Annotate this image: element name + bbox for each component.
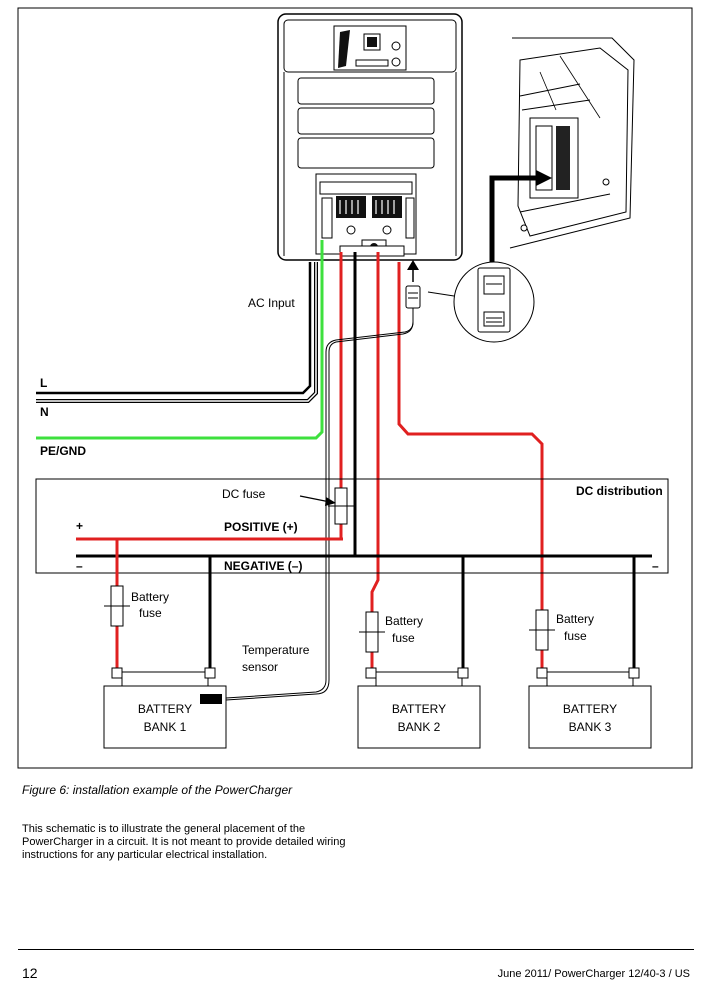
line-n-label: N — [40, 405, 49, 419]
temperature-sensor-block — [200, 694, 222, 704]
connector-detail-inset — [509, 37, 635, 249]
powercharger-unit — [277, 13, 463, 261]
rj-connector-magnifier — [427, 261, 535, 343]
dc-distribution-label: DC distribution — [576, 484, 663, 498]
battery-bank-3 — [528, 667, 652, 749]
battery-fuse-1-label-line1: Battery — [131, 590, 169, 604]
battery-fuse-1-label-line2: fuse — [139, 606, 162, 620]
ac-line-l-wire — [36, 262, 312, 395]
bank2-positive-wire — [370, 252, 380, 672]
dc-distribution-box — [35, 478, 669, 574]
minus-sign-right: – — [652, 559, 659, 573]
document-reference: June 2011/ PowerCharger 12/40-3 / US — [497, 968, 690, 980]
battery-fuse-3-label-line1: Battery — [556, 612, 594, 626]
inset-pointer-arrow — [489, 170, 552, 270]
battery-fuse-2-label-line1: Battery — [385, 614, 423, 628]
ac-input-label: AC Input — [248, 296, 295, 310]
plus-sign: + — [76, 519, 83, 533]
temp-sensor-label-line1: Temperature — [242, 643, 310, 657]
minus-sign-left: – — [76, 559, 83, 573]
battery-1-label: BATTERY — [138, 702, 192, 716]
line-l-label: L — [40, 376, 47, 390]
battery-3-bank: BANK 3 — [569, 720, 612, 734]
dc-fuse-label: DC fuse — [222, 487, 266, 501]
bank3-positive-wire — [397, 262, 544, 676]
description-paragraph: This schematic is to illustrate the gene… — [22, 823, 346, 861]
battery-1-bank: BANK 1 — [144, 720, 187, 734]
positive-bus-label: POSITIVE (+) — [224, 520, 298, 534]
figure-caption: Figure 6: installation example of the Po… — [22, 783, 293, 797]
page-number: 12 — [22, 965, 38, 981]
battery-fuse-2-label-line2: fuse — [392, 631, 415, 645]
battery-3-label: BATTERY — [563, 702, 617, 716]
battery-2-label: BATTERY — [392, 702, 446, 716]
footer-divider — [18, 949, 694, 950]
pe-gnd-wire — [36, 240, 324, 440]
battery-fuse-3-label-line2: fuse — [564, 629, 587, 643]
figure-frame — [17, 7, 693, 769]
control-panel — [333, 25, 407, 71]
negative-bus-label: NEGATIVE (–) — [224, 559, 302, 573]
pe-gnd-label: PE/GND — [40, 444, 86, 458]
temp-sensor-cable — [225, 308, 414, 699]
ac-line-n-wire — [36, 262, 318, 403]
temp-sensor-label-line2: sensor — [242, 660, 278, 674]
battery-2-bank: BANK 2 — [398, 720, 441, 734]
battery-bank-1 — [103, 667, 227, 749]
battery-bank-2 — [357, 667, 481, 749]
sensor-plug — [405, 260, 421, 309]
